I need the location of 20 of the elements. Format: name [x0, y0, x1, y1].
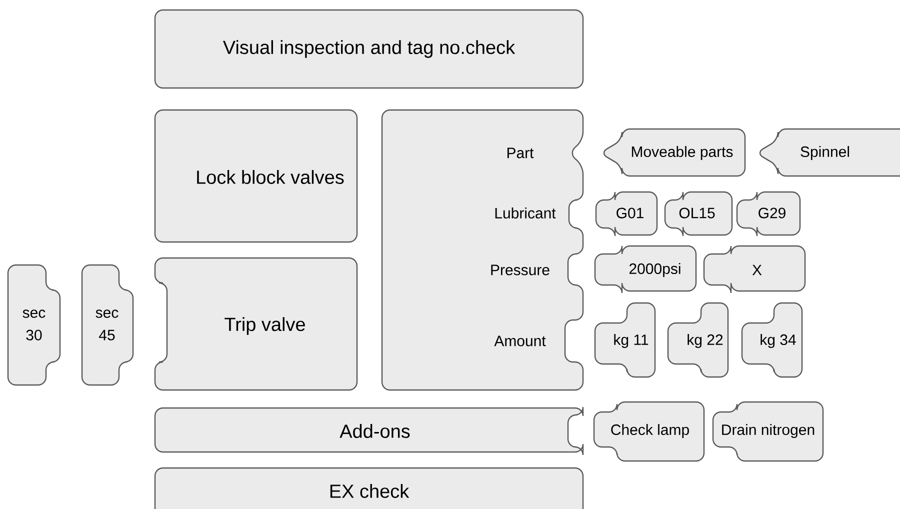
puzzle-piece: sec 45	[81, 264, 134, 386]
puzzle-piece: Visual inspection and tag no.check	[154, 9, 584, 89]
puzzle-piece: 2000psi	[594, 245, 697, 294]
puzzle-piece: kg 34	[741, 302, 803, 378]
puzzle-piece: Lock block valves	[154, 109, 358, 243]
puzzle-piece: Trip valve	[154, 257, 358, 391]
puzzle-piece: Part Lubricant Pressure Amount	[381, 109, 584, 391]
puzzle-piece: sec 30	[7, 264, 61, 386]
puzzle-piece: Check lamp	[593, 401, 705, 462]
puzzle-piece: EX check	[154, 467, 584, 509]
puzzle-piece: X	[703, 245, 806, 294]
puzzle-piece: Add-ons	[154, 406, 584, 456]
puzzle-piece: kg 11	[594, 302, 656, 378]
puzzle-piece: Drain nitrogen	[712, 401, 824, 462]
puzzle-piece: G01	[595, 191, 658, 237]
puzzle-piece: G29	[736, 191, 801, 237]
puzzle-piece: Spinnel	[759, 128, 900, 177]
puzzle-piece: OL15	[664, 191, 733, 237]
puzzle-piece: kg 22	[667, 302, 729, 378]
puzzle-piece: Moveable parts	[603, 128, 746, 177]
